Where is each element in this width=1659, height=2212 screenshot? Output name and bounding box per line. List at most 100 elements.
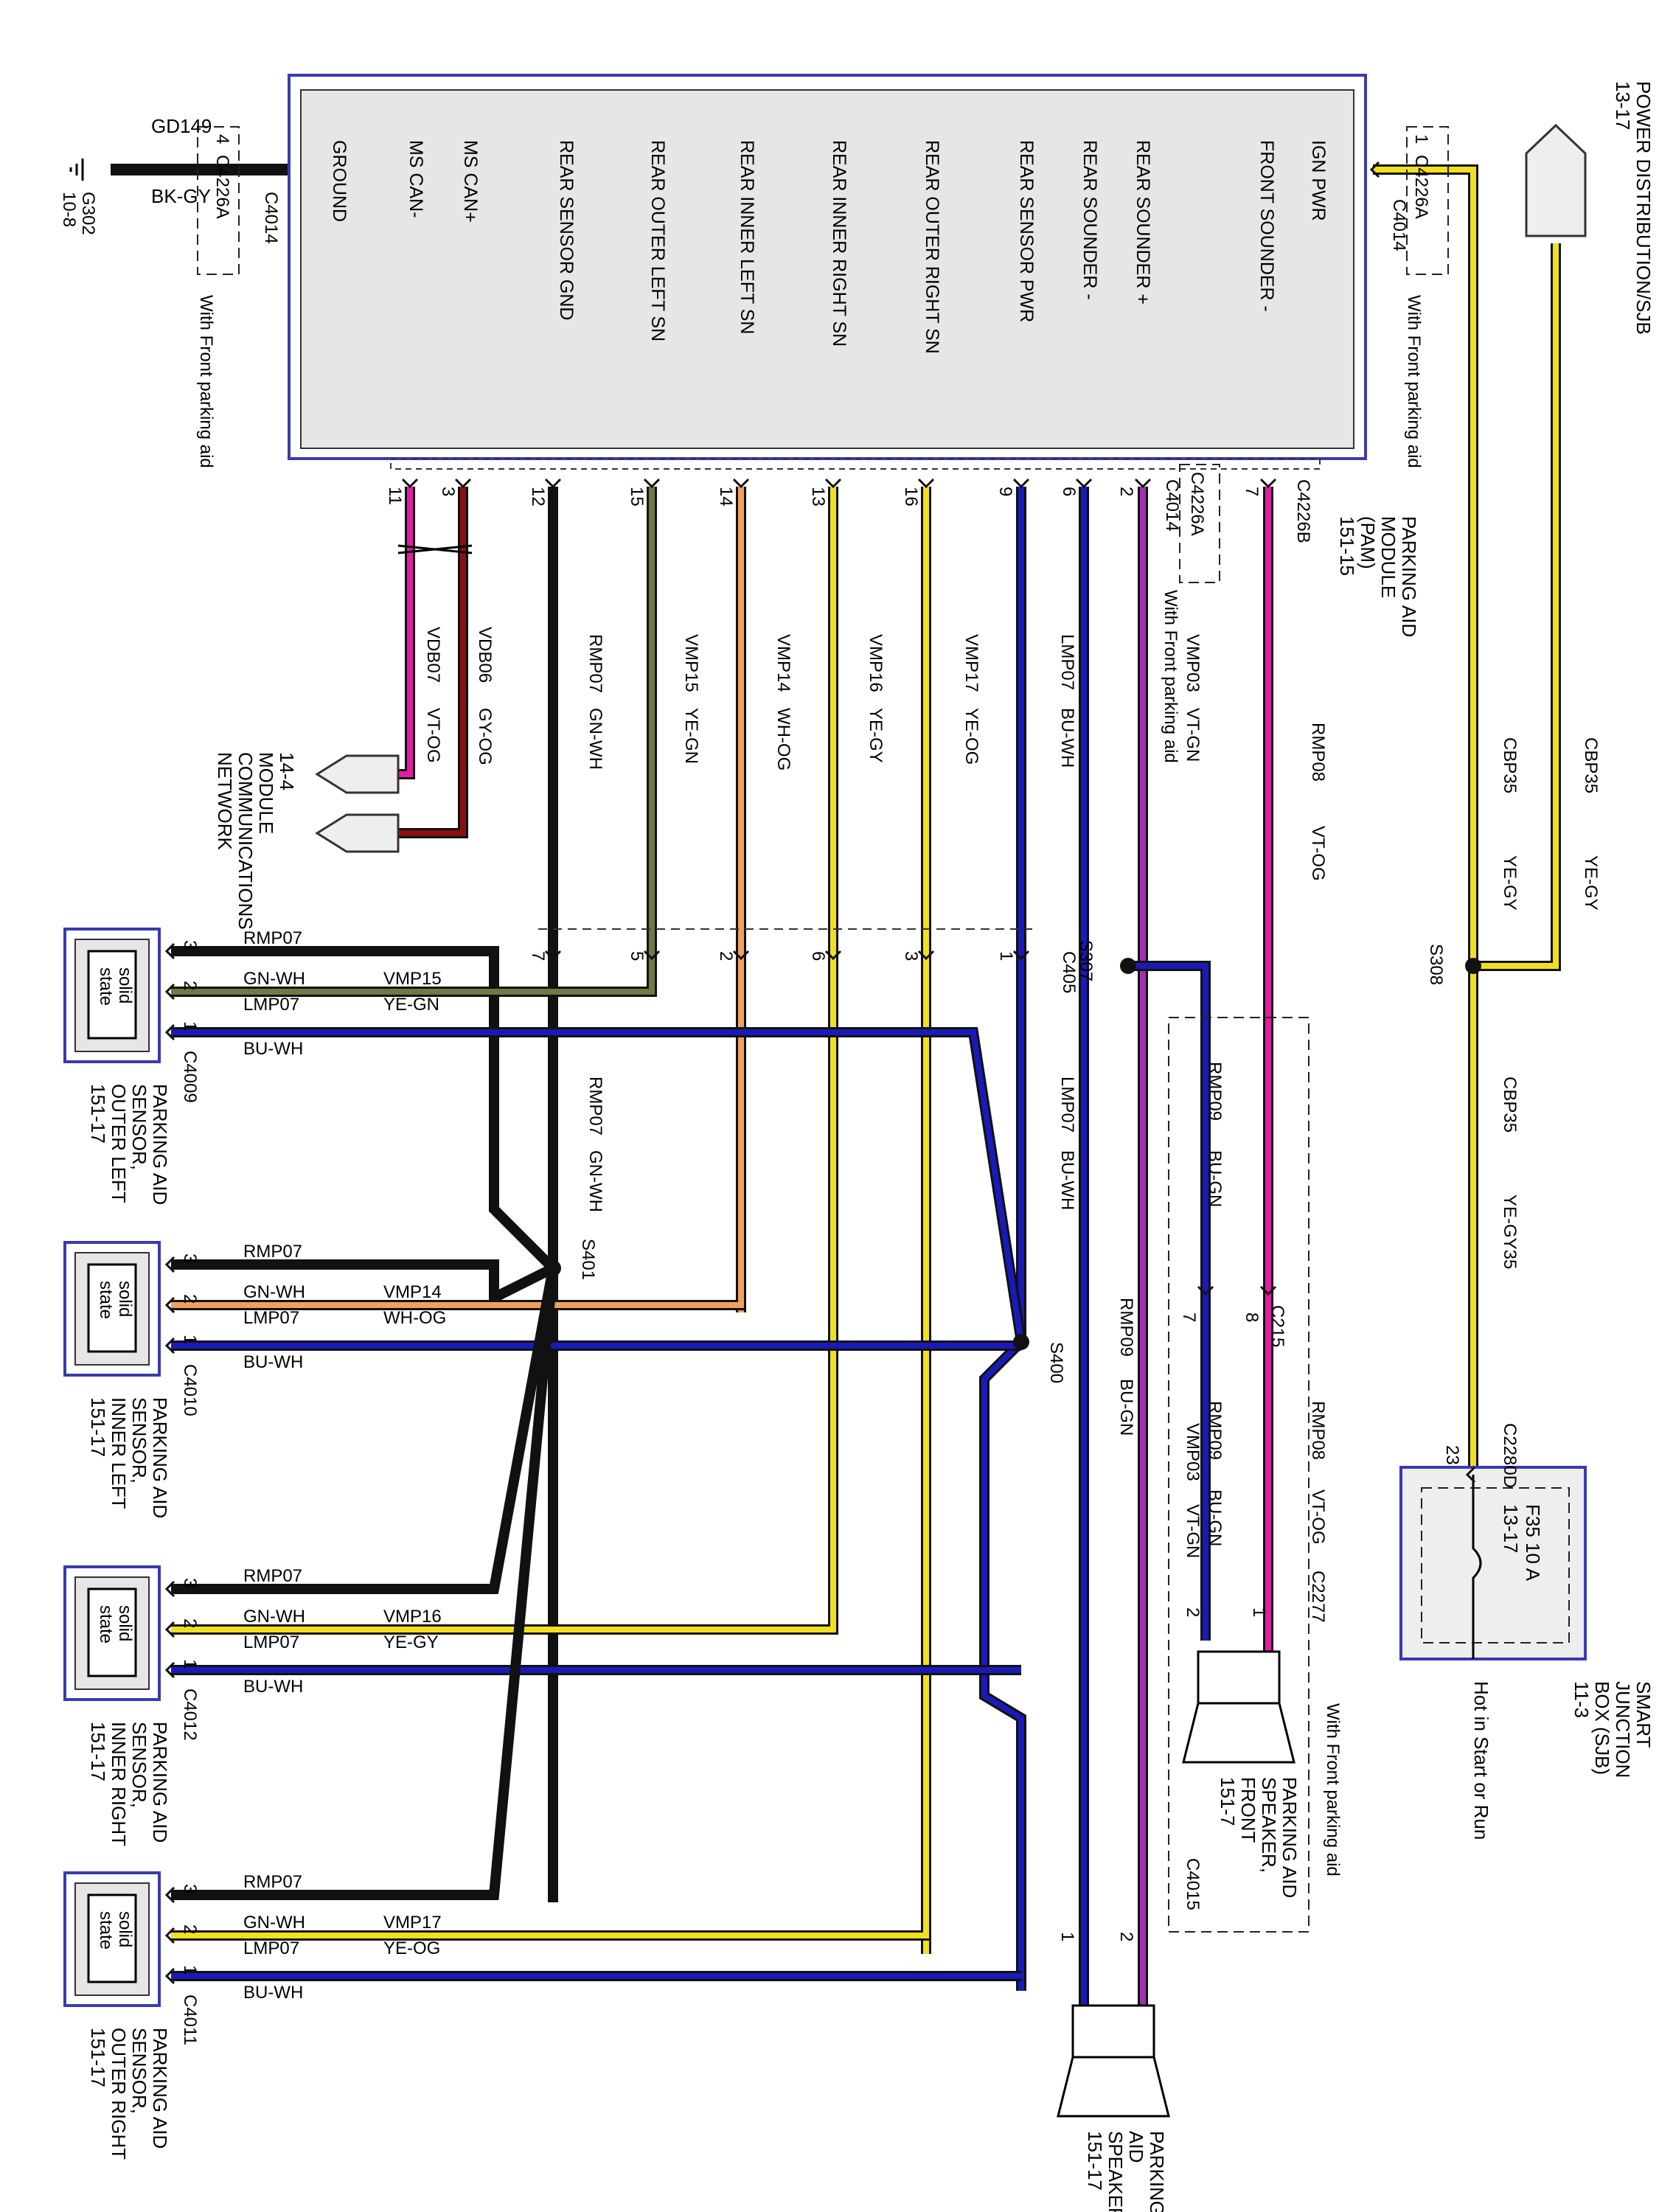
sensor-1-lbl-lmp07: LMP07 bbox=[243, 1308, 299, 1328]
c405-arrow-1 bbox=[917, 950, 935, 961]
sensor-1-pin-1: 2 bbox=[180, 1294, 200, 1304]
vt-gn-label: VT-GN bbox=[1183, 708, 1203, 762]
sensor-0-lbl-sig: VMP15 bbox=[383, 969, 442, 989]
sensor-3-lbl-sigc: YE-OG bbox=[383, 1938, 440, 1958]
sensor-1-wire-sig-core bbox=[171, 1283, 744, 1308]
gd149-label: GD149 bbox=[151, 115, 212, 137]
sensor-1-lbl-sig: VMP14 bbox=[383, 1282, 442, 1302]
sensor-1-name-2: INNER LEFT bbox=[108, 1397, 130, 1509]
sensor-3-wire-sig bbox=[171, 1913, 931, 1941]
power-label: POWER DISTRIBUTION/SJB bbox=[1632, 81, 1655, 335]
sensor-0-wire-sig-core bbox=[171, 970, 655, 995]
module-pin-arrow-2 bbox=[1075, 478, 1093, 489]
rear-speaker-coil bbox=[1071, 2004, 1155, 2059]
sensor-3-chip bbox=[87, 1893, 137, 1983]
module-pin-num-10: 3 bbox=[438, 487, 458, 496]
wire-lmp07-trunk bbox=[979, 487, 1026, 1991]
module-pin-arrow-5 bbox=[824, 478, 842, 489]
c405-arrow-4 bbox=[643, 950, 661, 961]
module-pin-num-1: 7 bbox=[1242, 487, 1262, 496]
sensor-3-wire-rmp07 bbox=[171, 1267, 558, 1900]
sensor-1-pin-arrow-1 bbox=[164, 1296, 175, 1314]
sensor-3-state-1: state bbox=[96, 1911, 116, 1950]
sensor-0-name-3: 151-17 bbox=[87, 1084, 109, 1144]
wire-vdb06 bbox=[398, 487, 468, 838]
wire-vdb07-core bbox=[398, 487, 413, 777]
gy-og-label: GY-OG bbox=[475, 708, 495, 765]
module-pin-arrow-3 bbox=[1012, 478, 1030, 489]
module-pin-num-7: 14 bbox=[716, 487, 736, 507]
vdb07-label: VDB07 bbox=[423, 627, 443, 683]
vt-og-low-label: VT-OG bbox=[1308, 1489, 1328, 1545]
bu-wh-label: BU-WH bbox=[1057, 708, 1077, 768]
module-pin-arrow-0 bbox=[1259, 478, 1277, 489]
sensor-1-lbl-gnwh: GN-WH bbox=[243, 1282, 305, 1302]
sensor-1-pin-0: 3 bbox=[180, 1253, 200, 1263]
front-aid-note-gnd: With Front parking aid bbox=[196, 295, 216, 468]
module-pin-arrow-6 bbox=[732, 478, 750, 489]
sjb-name-0: SMART bbox=[1632, 1681, 1655, 1748]
front-speaker-name-3: 151-7 bbox=[1217, 1777, 1239, 1826]
sensor-3-pin-arrow-2 bbox=[164, 1967, 175, 1985]
c215-pin-8: 8 bbox=[1242, 1312, 1262, 1322]
sensor-1-wire-rmp07 bbox=[171, 1259, 556, 1307]
sjb-fuse bbox=[1472, 1475, 1482, 1659]
front-speaker-name-2: FRONT bbox=[1237, 1777, 1259, 1843]
c215-pin-7: 7 bbox=[1179, 1312, 1199, 1322]
sjb-name-3: 11-3 bbox=[1571, 1681, 1593, 1718]
sensor-1-name-0: PARKING AID bbox=[149, 1397, 171, 1518]
module-pin-num-3: 6 bbox=[1059, 487, 1079, 496]
module-pin-3: REAR SOUNDER - bbox=[1079, 140, 1100, 300]
sensor-0-state-0: solid bbox=[115, 967, 135, 1004]
front-aid-region bbox=[1168, 1017, 1310, 1933]
sensor-2-pin-2: 1 bbox=[180, 1659, 200, 1669]
sensor-0-wire-lmp07 bbox=[171, 1027, 1026, 1343]
module-pin-arrow-7 bbox=[643, 478, 661, 489]
sensor-1-chip bbox=[87, 1263, 137, 1353]
sensor-2-pin-arrow-0 bbox=[164, 1580, 175, 1598]
vt-gn-low-label: VT-GN bbox=[1183, 1504, 1203, 1558]
sjb-box bbox=[1399, 1466, 1587, 1660]
sensor-3-wire-rmp07-core bbox=[171, 1267, 556, 1898]
sensor-3-name-1: SENSOR, bbox=[128, 2028, 150, 2114]
wire-rmp09-front-core bbox=[1128, 963, 1208, 1641]
c405-label: C405 bbox=[1059, 951, 1079, 993]
sensor-0-pin-arrow-0 bbox=[164, 942, 175, 960]
sensor-1-lbl-buwh: BU-WH bbox=[243, 1352, 303, 1372]
module-name-2: (PAM) bbox=[1357, 516, 1379, 569]
sensor-2-lbl-lmp07: LMP07 bbox=[243, 1632, 299, 1652]
sensor-0-chip bbox=[87, 950, 137, 1040]
module-pin-arrow-9 bbox=[454, 478, 472, 489]
splice-s401 bbox=[545, 1260, 561, 1276]
sensor-2-wire-rmp07-outline bbox=[171, 1267, 558, 1594]
c4226a-mid-box bbox=[1179, 464, 1220, 583]
sensor-2-name-0: PARKING AID bbox=[149, 1722, 171, 1843]
sjb-fuse-ref: 13-17 bbox=[1500, 1504, 1522, 1554]
gn-wh-low-label: GN-WH bbox=[585, 1150, 605, 1212]
can-connector-plus bbox=[315, 813, 400, 853]
sensor-2-name-3: 151-17 bbox=[87, 1722, 109, 1781]
component-layer bbox=[63, 74, 1587, 2118]
gn-wh-label: GN-WH bbox=[585, 708, 605, 770]
sensor-2-pin-arrow-1 bbox=[164, 1621, 175, 1638]
front-speaker-cone bbox=[1182, 1702, 1295, 1764]
c4226a-ign-pin: 1 bbox=[1411, 134, 1431, 144]
front-spk-pin-2: 2 bbox=[1183, 1607, 1203, 1617]
sensor-2-lbl-buwh: BU-WH bbox=[243, 1677, 303, 1697]
sensor-1-conn: C4010 bbox=[180, 1364, 200, 1416]
ye-gy2-label: YE-GY bbox=[866, 708, 886, 763]
wire-cbp35-main bbox=[1373, 164, 1478, 1475]
sensor-1-wire-rmp07-core bbox=[171, 1262, 554, 1303]
wire-rmp09-front bbox=[1128, 961, 1211, 1641]
sensor-2-wire-sig-core bbox=[171, 1607, 836, 1632]
bu-wh-low-label: BU-WH bbox=[1057, 1150, 1077, 1210]
sensor-3-lbl-lmp07: LMP07 bbox=[243, 1938, 299, 1958]
sensor-0-lbl-gnwh: GN-WH bbox=[243, 969, 305, 989]
wh-og-label: WH-OG bbox=[773, 708, 793, 771]
cbp35-low-label: CBP35 bbox=[1500, 1077, 1520, 1133]
pam-module-inner bbox=[300, 89, 1354, 449]
c2280d-label: C2280D bbox=[1500, 1423, 1520, 1488]
sensor-0-pin-arrow-2 bbox=[164, 1023, 175, 1041]
module-pin-11: MS CAN- bbox=[406, 140, 426, 218]
wire-vdb07 bbox=[398, 487, 415, 779]
